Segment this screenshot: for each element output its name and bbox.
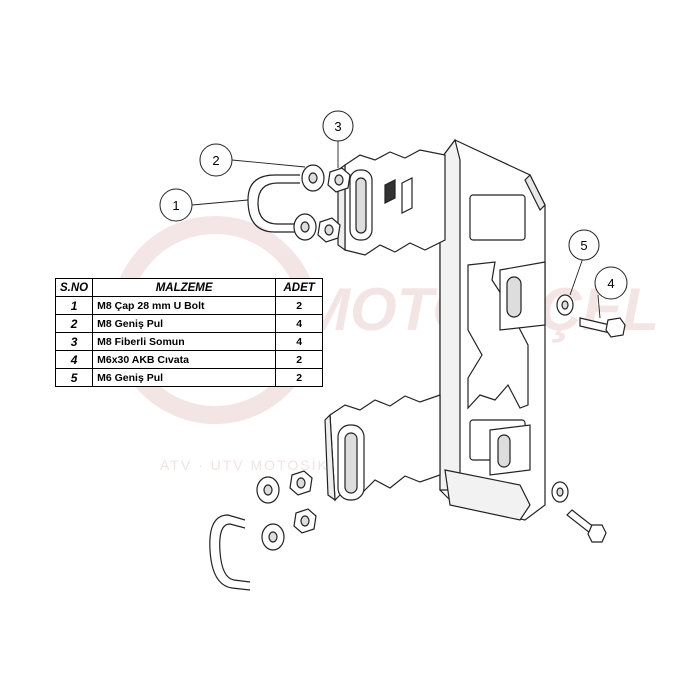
row-qty: 4 <box>275 332 324 351</box>
bolt-4-upper <box>579 317 626 338</box>
table-row: 1 M8 Çap 28 mm U Bolt 2 <box>54 296 324 315</box>
row-no: 2 <box>54 314 94 333</box>
parts-table: S.NO MALZEME ADET 1 M8 Çap 28 mm U Bolt … <box>54 278 324 387</box>
row-name: M6 Geniş Pul <box>92 368 277 387</box>
row-no: 5 <box>54 368 94 387</box>
table-row: 2 M8 Geniş Pul 4 <box>54 314 324 333</box>
row-qty: 2 <box>275 296 324 315</box>
parts-table-header: S.NO MALZEME ADET <box>54 278 324 297</box>
fasteners <box>256 164 626 551</box>
callout-1: 1 <box>159 188 193 222</box>
u-bolt-lower <box>209 514 251 591</box>
row-qty: 4 <box>275 314 324 333</box>
callout-leaders <box>191 138 601 319</box>
row-name: M8 Fiberli Somun <box>92 332 277 351</box>
svg-text:3: 3 <box>334 119 341 134</box>
callout-5: 5 <box>568 229 600 261</box>
header-sno: S.NO <box>54 278 94 297</box>
table-row: 4 M6x30 AKB Cıvata 2 <box>54 350 324 369</box>
row-no: 3 <box>54 332 94 351</box>
row-name: M8 Çap 28 mm U Bolt <box>92 296 277 315</box>
lower-clamp-bracket <box>324 394 441 502</box>
u-bolt-upper <box>247 174 300 233</box>
callout-4: 4 <box>594 266 628 300</box>
header-malzeme: MALZEME <box>92 278 277 297</box>
upper-clamp-bracket <box>337 149 446 256</box>
bolt-4-lower <box>566 509 607 543</box>
row-no: 1 <box>54 296 94 315</box>
row-no: 4 <box>54 350 94 369</box>
row-qty: 2 <box>275 368 324 387</box>
callout-2: 2 <box>199 143 233 177</box>
svg-text:1: 1 <box>172 198 179 213</box>
side-tabs <box>489 261 546 476</box>
table-row: 3 M8 Fiberli Somun 4 <box>54 332 324 351</box>
svg-text:5: 5 <box>580 238 587 253</box>
svg-text:2: 2 <box>212 153 219 168</box>
row-name: M6x30 AKB Cıvata <box>92 350 277 369</box>
row-qty: 2 <box>275 350 324 369</box>
callout-3: 3 <box>322 110 354 142</box>
row-name: M8 Geniş Pul <box>92 314 277 333</box>
svg-text:4: 4 <box>607 276 614 291</box>
table-row: 5 M6 Geniş Pul 2 <box>54 368 324 387</box>
header-adet: ADET <box>275 278 324 297</box>
